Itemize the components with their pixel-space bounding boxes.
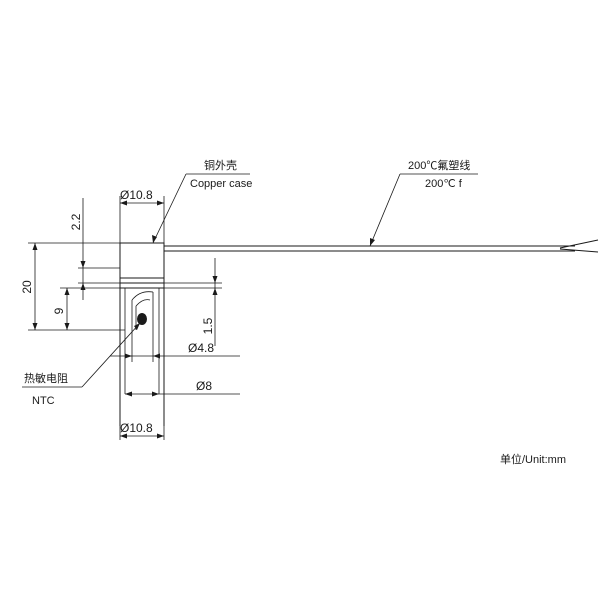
arrow-head	[64, 323, 70, 330]
probe-inner-curve	[135, 299, 151, 307]
arrow-head	[80, 283, 86, 290]
copper-case-top-block	[119, 242, 165, 279]
arrow-head	[120, 433, 127, 439]
dim-inner-dia-8: Ø8	[196, 379, 212, 393]
arrow-head	[212, 288, 218, 295]
probe-curve	[131, 291, 154, 301]
arrow-head	[32, 323, 38, 330]
dim-height-2-2: 2.2	[69, 213, 83, 230]
arrow-head	[370, 238, 375, 246]
arrow-head	[157, 200, 164, 206]
leader-line	[81, 322, 141, 388]
label-copper-case-cn: 铜外壳	[204, 158, 237, 172]
arrow-head	[152, 391, 159, 397]
unit-note: 单位/Unit:mm	[500, 452, 566, 466]
arrow-head	[157, 433, 164, 439]
arrow-head	[125, 391, 132, 397]
arrow-head	[32, 243, 38, 250]
arrow-head	[134, 323, 140, 330]
arrow-head	[125, 353, 132, 359]
leader-line	[369, 173, 401, 247]
arrow-head	[120, 200, 127, 206]
label-ntc-cn: 热敏电阻	[24, 371, 68, 385]
arrow-head	[212, 276, 218, 283]
wire-end-lead	[559, 239, 599, 249]
dim-height-9: 9	[52, 307, 66, 314]
leader-line	[152, 173, 187, 244]
dim-height-1-5: 1.5	[201, 317, 215, 334]
label-wire-cn: 200℃氟塑线	[408, 158, 470, 172]
label-wire-en: 200℃ f	[425, 178, 463, 190]
arrow-head	[153, 353, 160, 359]
arrow-head	[80, 261, 86, 268]
arrow-head	[64, 288, 70, 295]
dim-case-top-dia: Ø10.8	[120, 188, 153, 202]
dim-height-20: 20	[20, 280, 34, 294]
ntc-thermistor-bead	[137, 313, 147, 325]
label-ntc-en: NTC	[32, 395, 55, 407]
dim-case-bottom-dia: Ø10.8	[120, 421, 153, 435]
wire-end-lead	[559, 248, 599, 253]
label-copper-case-en: Copper case	[190, 178, 252, 190]
arrow-head	[152, 235, 157, 243]
dim-inner-dia-4-8: Ø4.8	[188, 341, 214, 355]
